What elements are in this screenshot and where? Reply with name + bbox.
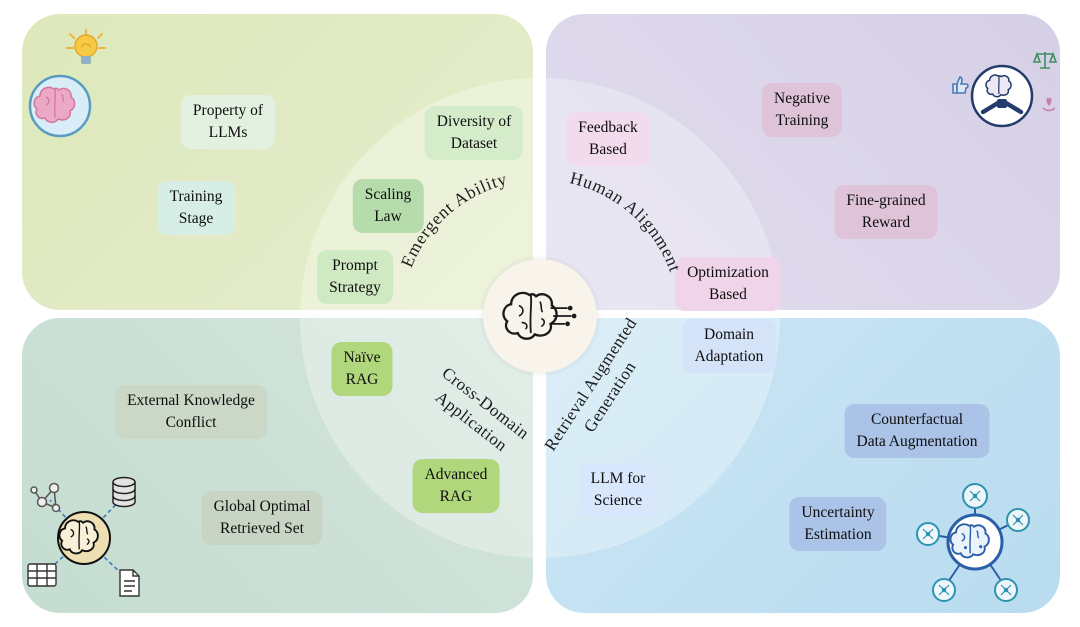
topic-fine-grained-reward: Fine-grained Reward — [834, 185, 938, 239]
brain-icon — [985, 74, 1012, 98]
heart-hands-icon — [1042, 97, 1056, 112]
topic-prompt-strategy: Prompt Strategy — [317, 250, 393, 304]
knowledge-brain-icon — [27, 476, 140, 597]
topic-global-optimal-retrieved-set: Global Optimal Retrieved Set — [201, 491, 323, 545]
topic-property-of-llms: Property of LLMs — [180, 95, 276, 149]
brain-node-icon — [946, 513, 1004, 571]
satellite-node-icon — [962, 483, 988, 509]
graph-icon — [30, 482, 61, 513]
thumbs-up-icon — [952, 76, 969, 94]
human-alignment-icon — [952, 51, 1058, 128]
satellite-node-icon — [916, 522, 940, 546]
handshake-icon — [980, 99, 1024, 115]
document-icon — [119, 569, 140, 597]
idea-brain-icon — [28, 29, 106, 138]
topic-optimization-based: Optimization Based — [675, 257, 781, 311]
satellite-node-icon — [1006, 508, 1030, 532]
topic-naive-rag: Naïve RAG — [331, 342, 393, 396]
topic-feedback-based: Feedback Based — [566, 112, 650, 166]
topic-scaling-law: Scaling Law — [352, 179, 424, 233]
database-icon — [112, 476, 136, 508]
topic-uncertainty-estimation: Uncertainty Estimation — [789, 497, 887, 551]
topic-advanced-rag: Advanced RAG — [412, 459, 500, 513]
topic-counterfactual-data-augmentation: Counterfactual Data Augmentation — [844, 404, 990, 458]
brain-core-icon — [57, 511, 111, 565]
alignment-circle — [970, 64, 1034, 128]
topic-diversity-of-dataset: Diversity of Dataset — [424, 106, 524, 160]
topic-negative-training: Negative Training — [762, 83, 842, 137]
topic-training-stage: Training Stage — [157, 181, 235, 235]
lightbulb-icon — [66, 29, 106, 64]
topic-external-knowledge-conflict: External Knowledge Conflict — [115, 385, 267, 439]
quadrant-top-left — [22, 14, 533, 310]
scales-icon — [1032, 51, 1058, 69]
table-icon — [27, 563, 57, 587]
brain-head-icon — [28, 74, 92, 138]
satellite-node-icon — [994, 578, 1018, 602]
topic-llm-for-science: LLM for Science — [578, 463, 658, 517]
satellite-node-icon — [932, 578, 956, 602]
brain-circuit-icon — [502, 291, 577, 340]
center-llm-circle — [483, 259, 597, 373]
science-brain-network-icon — [916, 483, 1030, 602]
topic-domain-adaptation: Domain Adaptation — [682, 319, 776, 373]
